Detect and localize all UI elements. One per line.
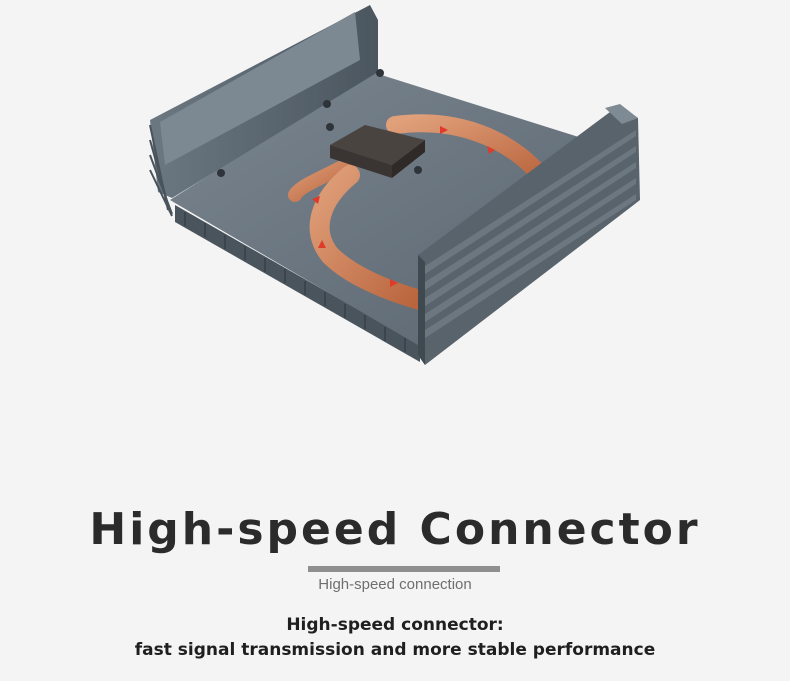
thermal-pad [330,125,425,178]
side-fins [418,104,640,365]
feature-description: High-speed connector: fast signal transm… [0,613,790,663]
title-divider [308,566,500,572]
description-line-1: High-speed connector: [286,615,504,635]
bottom-fins [175,205,420,362]
page-subtitle: High-speed connection [318,576,472,593]
description-line-2: fast signal transmission and more stable… [134,640,656,660]
page-title: High-speed Connector [89,504,701,555]
heatsink-enclosure-image [149,5,640,365]
